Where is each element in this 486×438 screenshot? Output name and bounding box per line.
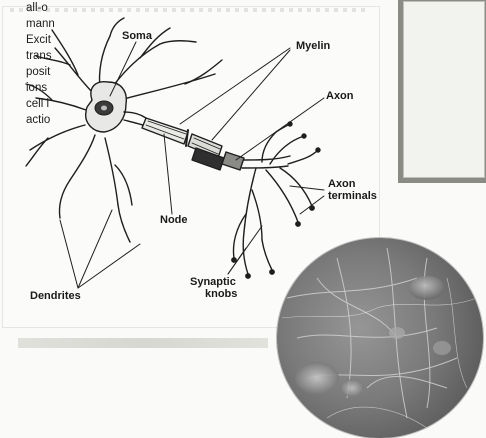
label-synaptic-knobs-line1: Synaptic	[190, 276, 236, 288]
dendrite-branches	[26, 18, 222, 242]
myelin-sheath	[142, 118, 244, 170]
axon-line	[242, 156, 290, 168]
micrograph-texture	[277, 238, 483, 438]
axon-terminal-branches	[234, 124, 319, 274]
synaptic-knobs	[232, 122, 320, 278]
label-soma: Soma	[122, 30, 152, 42]
label-axon-terminals-line1: Axon	[328, 178, 356, 190]
label-myelin: Myelin	[296, 40, 330, 52]
label-synaptic-knobs-line2: knobs	[205, 288, 237, 300]
label-axon: Axon	[326, 90, 354, 102]
neuron-micrograph	[277, 238, 483, 438]
label-dendrites: Dendrites	[30, 290, 81, 302]
label-axon-terminals-line2: terminals	[328, 190, 377, 202]
label-node: Node	[160, 214, 188, 226]
